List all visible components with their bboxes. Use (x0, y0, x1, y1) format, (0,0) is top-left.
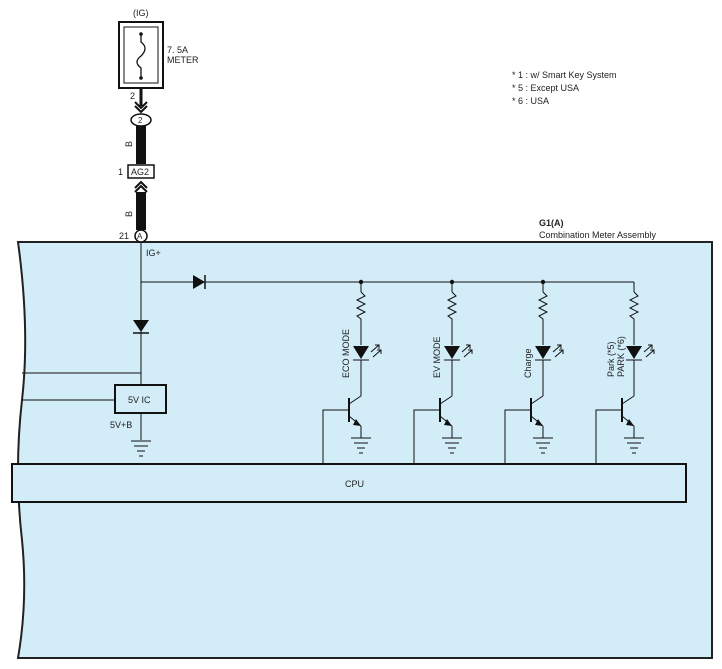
connector-chevron-icon-2 (134, 180, 148, 193)
assembly-name: Combination Meter Assembly (539, 230, 657, 240)
connector-pin-label: 1 (118, 167, 123, 177)
regulator-diode-icon (133, 320, 149, 332)
emitter-arrow-icon (535, 419, 543, 426)
indicator-label: EV MODE (432, 336, 442, 378)
internal-circuit (22, 242, 634, 440)
fuse-supply-label: (IG) (133, 8, 149, 18)
light-arrows-icon (370, 344, 382, 358)
light-arrows-icon (461, 344, 473, 358)
emitter-arrow-icon (626, 419, 634, 426)
resistor-icon (446, 291, 458, 345)
note-usa: * 6 : USA (512, 96, 549, 106)
indicator-channel: Park (*5)PARK (*6) (595, 282, 655, 464)
fuse-rating: 7. 5A (167, 45, 188, 55)
fuse-element-icon (136, 34, 146, 78)
resistor-icon (628, 291, 640, 345)
note-smart-key: * 1 : w/ Smart Key System (512, 70, 617, 80)
wire-color-1: B (124, 141, 134, 147)
led-icon (626, 346, 642, 359)
base-drive-wire (322, 409, 349, 464)
wire-color-2: B (124, 211, 134, 217)
note-except-usa: * 5 : Except USA (512, 83, 579, 93)
transistor-collector (621, 395, 635, 405)
wire-b-1 (136, 126, 146, 164)
cpu-block (11, 463, 687, 503)
bus-diode-icon (193, 275, 205, 289)
indicator-label-alt: PARK (*6) (616, 336, 626, 377)
splice-2-label: 2 (138, 116, 143, 125)
led-icon (353, 346, 369, 359)
assembly-code: G1(A) (539, 218, 564, 228)
supply-label: 5V+B (110, 420, 132, 430)
fuse-terminal-top (139, 32, 143, 36)
led-icon (535, 346, 551, 359)
meter-connector-a-label: A (137, 232, 143, 241)
indicator-channel: EV MODE (413, 279, 473, 464)
fuse-name: METER (167, 55, 199, 65)
emitter-arrow-icon (444, 419, 452, 426)
light-arrows-icon (552, 344, 564, 358)
led-icon (444, 346, 460, 359)
connector-ag2-label: AG2 (131, 167, 149, 177)
transistor-collector (530, 395, 544, 405)
cpu-label: CPU (345, 479, 364, 489)
light-arrows-icon (643, 344, 655, 358)
connector-chevron-icon (134, 101, 148, 114)
indicator-label: Charge (523, 348, 533, 378)
base-drive-wire (504, 409, 531, 464)
ground-icon (131, 440, 151, 457)
connector-ag2 (127, 164, 155, 179)
transistor-collector (439, 395, 453, 405)
indicator-label: ECO MODE (341, 329, 351, 378)
indicator-channels: ECO MODE EV MODE Charge Park (*5)PARK (*6) (322, 279, 655, 464)
indicator-label: Park (*5) (606, 341, 616, 377)
resistor-icon (537, 291, 549, 345)
regulator-5v-ic (114, 384, 167, 414)
indicator-channel: Charge (504, 279, 564, 464)
regulator-label: 5V IC (128, 395, 151, 405)
base-drive-wire (595, 409, 622, 464)
ig-terminal-label: IG+ (146, 248, 161, 258)
indicator-channel: ECO MODE (322, 279, 382, 464)
fuse-box-inner (123, 26, 159, 84)
meter-pin-label: 21 (119, 231, 129, 241)
base-drive-wire (413, 409, 440, 464)
fuse-pin-label: 2 (130, 91, 135, 101)
transistor-collector (348, 395, 362, 405)
emitter-arrow-icon (353, 419, 361, 426)
resistor-icon (355, 291, 367, 345)
fuse-terminal-bottom (139, 76, 143, 80)
wire-b-2 (136, 192, 146, 230)
